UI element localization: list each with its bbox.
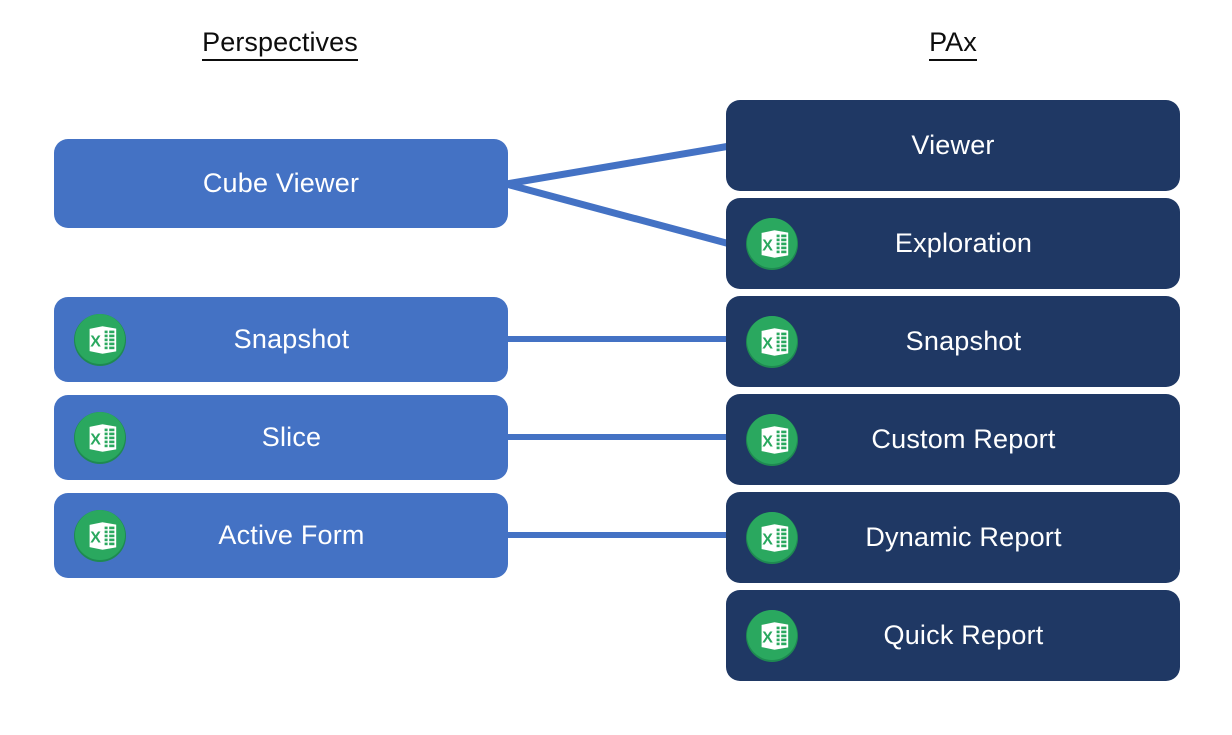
pax-node-exploration-label: Exploration [894,227,1033,258]
svg-text:X: X [90,333,101,350]
pax-node-dynamic-report-label: Dynamic Report [865,521,1062,552]
pax-node-viewer-label: Viewer [911,129,995,160]
column-title-perspectives: Perspectives [130,27,430,61]
pax-node-quick-report[interactable]: X Quick Report [726,590,1180,681]
perspectives-node-active-form[interactable]: X Active Form [54,493,508,578]
pax-node-custom-report[interactable]: X Custom Report [726,394,1180,485]
svg-text:X: X [762,335,773,352]
column-title-pax-text: PAx [929,27,977,61]
pax-node-snapshot-label: Snapshot [905,325,1022,356]
svg-text:X: X [762,433,773,450]
perspectives-node-cube-viewer[interactable]: Cube Viewer [54,139,508,228]
excel-icon: X [745,217,799,271]
perspectives-node-slice[interactable]: X Slice [54,395,508,480]
column-title-perspectives-text: Perspectives [202,27,358,61]
perspectives-node-active-form-label: Active Form [218,519,365,550]
pax-node-quick-report-label: Quick Report [883,619,1044,650]
excel-icon: X [73,411,127,465]
svg-text:X: X [90,529,101,546]
excel-icon: X [73,313,127,367]
perspectives-node-snapshot[interactable]: X Snapshot [54,297,508,382]
excel-icon: X [745,315,799,369]
excel-icon: X [73,509,127,563]
svg-text:X: X [762,531,773,548]
excel-icon: X [745,609,799,663]
connector-cube-viewer-to-viewer [505,142,731,188]
pax-node-custom-report-label: Custom Report [871,423,1056,454]
pax-node-exploration[interactable]: X Exploration [726,198,1180,289]
perspectives-node-snapshot-label: Snapshot [233,323,350,354]
column-title-pax: PAx [853,27,1053,61]
svg-text:X: X [762,237,773,254]
connector-cube-viewer-to-exploration [505,180,731,248]
excel-icon: X [745,413,799,467]
perspectives-node-cube-viewer-label: Cube Viewer [202,167,360,198]
svg-text:X: X [762,629,773,646]
pax-node-viewer[interactable]: Viewer [726,100,1180,191]
excel-icon: X [745,511,799,565]
pax-node-snapshot[interactable]: X Snapshot [726,296,1180,387]
svg-text:X: X [90,431,101,448]
perspectives-node-slice-label: Slice [261,421,322,452]
pax-node-dynamic-report[interactable]: X Dynamic Report [726,492,1180,583]
